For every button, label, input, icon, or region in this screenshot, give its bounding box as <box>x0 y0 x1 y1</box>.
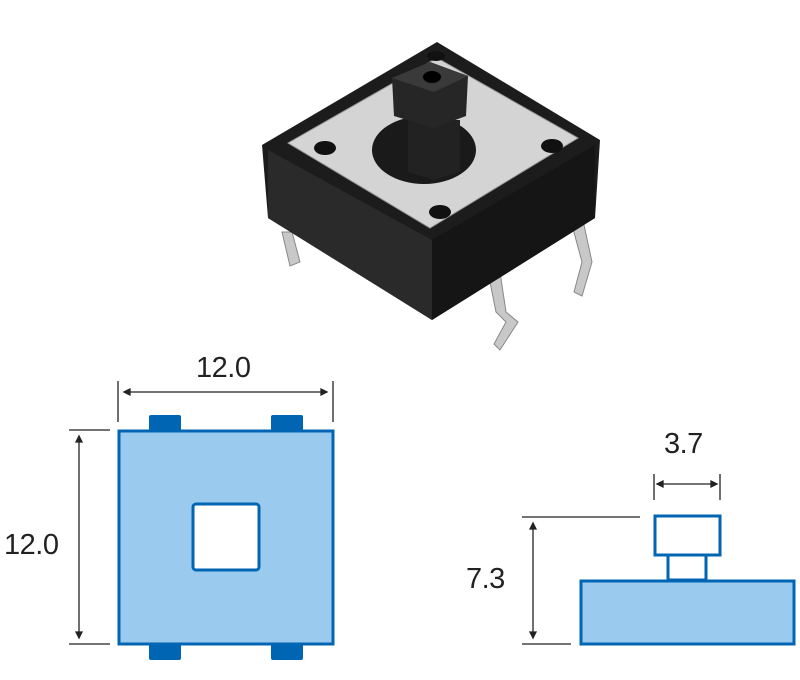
side-cap <box>653 514 722 557</box>
height-dimension <box>69 429 110 645</box>
cap-width-label: 3.7 <box>664 428 703 460</box>
switch-legs <box>281 224 593 351</box>
top-height-label: 12.0 <box>4 529 59 561</box>
switch-stem <box>408 120 460 180</box>
side-view <box>522 474 796 646</box>
pad <box>149 643 181 660</box>
pad <box>271 643 303 660</box>
pad <box>271 415 303 431</box>
cap-width-dimension <box>653 474 721 500</box>
side-stem <box>666 553 708 582</box>
side-height-dimension <box>522 516 640 645</box>
top-view <box>69 381 335 660</box>
actuator-hole <box>191 502 261 572</box>
side-body <box>579 579 796 646</box>
width-dimension <box>117 381 334 422</box>
side-height-label: 7.3 <box>466 563 505 595</box>
top-width-label: 12.0 <box>196 352 251 384</box>
switch-illustration <box>262 42 600 351</box>
pad <box>149 415 181 431</box>
